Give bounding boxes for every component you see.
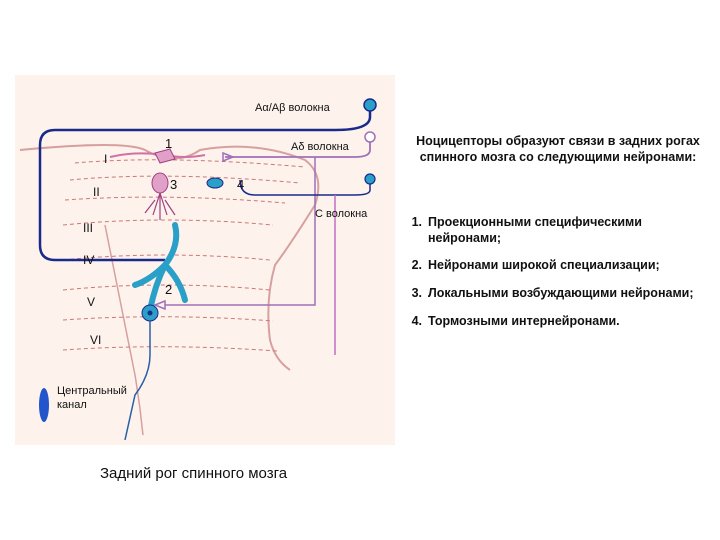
a-delta-terminal [222, 151, 236, 163]
lamina-V-label: V [87, 295, 96, 309]
a-delta-deep-branch [165, 157, 316, 306]
dorsal-horn-inner-outline [104, 224, 144, 436]
c-fiber-label: С волокна [315, 208, 368, 220]
lamina-I-label: I [104, 152, 108, 166]
list-item: 1. Проекционными специфическими нейронам… [402, 215, 702, 246]
a-alpha-beta-fiber [38, 107, 372, 262]
list-item-text: Тормозными интернейронами. [428, 313, 620, 328]
neuron-4-number: 4 [237, 177, 245, 192]
spinal-cord-diagram: Aα/Aβ волокна Aδ волокна С волокна I II … [15, 75, 395, 445]
a-delta-label: Aδ волокна [291, 141, 349, 153]
a-alpha-beta-receptor [363, 98, 377, 112]
list-item-number: 4. [411, 313, 422, 328]
lamina-IV-label: IV [83, 253, 95, 267]
lamina-VI-label: VI [90, 333, 102, 347]
figure-caption: Задний рог спинного мозга [100, 465, 288, 482]
neuron-types-list: 1. Проекционными специфическими нейронам… [402, 215, 702, 341]
lamina-II-label: II [93, 185, 100, 199]
list-item: 4. Тормозными интернейронами. [402, 314, 702, 330]
list-item: 3. Локальными возбуждающими нейронами; [402, 286, 702, 302]
diagram-drawing [19, 98, 377, 441]
central-canal [39, 388, 49, 422]
list-item-number: 3. [411, 285, 422, 300]
c-fiber [239, 179, 371, 196]
neuron-3-soma [151, 172, 169, 194]
neuron-2-axon [124, 321, 151, 441]
neuron-2-dendrites [132, 222, 188, 313]
neuron-4-soma [206, 177, 224, 189]
a-delta-deep-terminal [152, 299, 166, 311]
slide-heading: Ноцицепторы образуют связи в задних рога… [416, 134, 700, 165]
a-alpha-beta-label: Aα/Aβ волокна [255, 102, 330, 114]
neuron-3-dendrites [144, 192, 176, 220]
neuron-1-number: 1 [165, 136, 173, 151]
neuron-2-number: 2 [165, 282, 173, 297]
list-item-text: Локальными возбуждающими нейронами; [428, 285, 694, 300]
lamina-III-label: III [83, 221, 94, 235]
list-item-text: Нейронами широкой специализации; [428, 258, 660, 273]
list-item-text: Проекционными специфическими нейронами; [428, 215, 642, 245]
a-delta-fiber [225, 140, 371, 158]
central-canal-label: Центральный канал [57, 385, 127, 411]
c-receptor [364, 173, 376, 185]
lamina-boundaries [62, 159, 306, 352]
a-delta-receptor [364, 131, 376, 143]
neuron-1-soma [154, 148, 176, 164]
list-item-number: 2. [411, 258, 422, 273]
list-item: 2. Нейронами широкой специализации; [402, 258, 702, 274]
list-item-number: 1. [411, 215, 422, 229]
neuron-3-number: 3 [170, 177, 178, 192]
